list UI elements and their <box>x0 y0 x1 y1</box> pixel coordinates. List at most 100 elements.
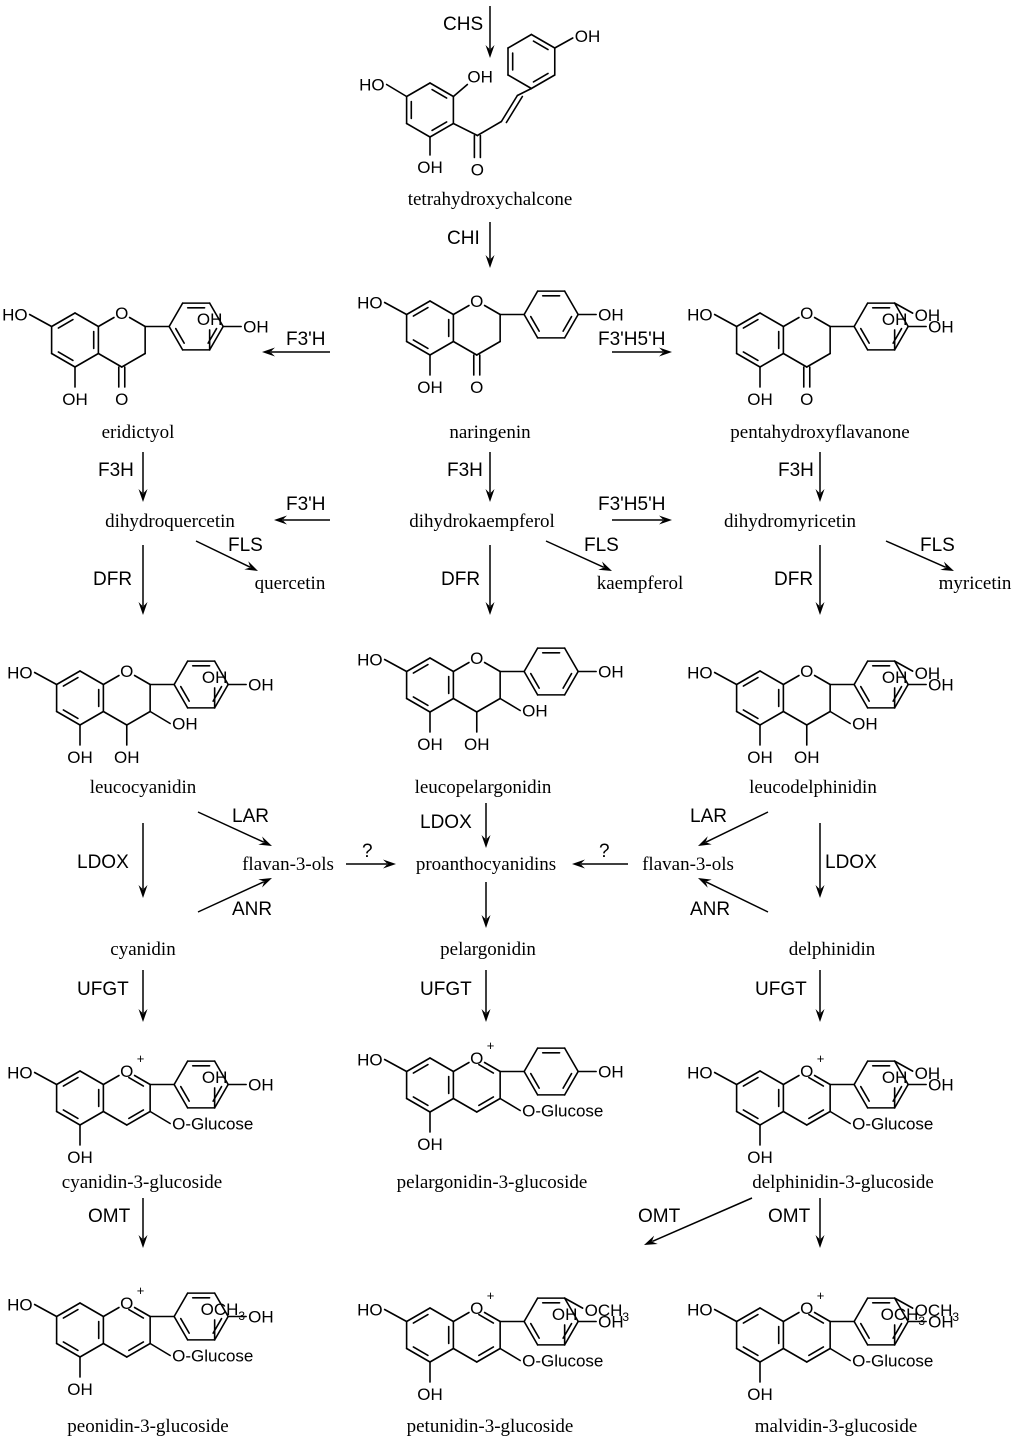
ring-oxygen: O <box>800 662 813 681</box>
hydroxyl-5: OH <box>747 748 773 767</box>
arrow-fls-middle <box>545 540 612 571</box>
hydroxyl-7: HO <box>7 1064 33 1083</box>
hydroxyl-5: OH <box>67 1148 93 1167</box>
enzyme-label-dfr-right: DFR <box>774 569 813 590</box>
hydroxyl-5: OH <box>67 1380 93 1399</box>
hydroxyl-5: OH <box>62 390 88 409</box>
hydroxyl-4: OH <box>114 748 140 767</box>
enzyme-label-chi: CHI <box>447 228 480 249</box>
compound-name-flavan-3-ols-right: flavan-3-ols <box>642 854 734 875</box>
arrow-lar-right <box>698 811 769 846</box>
enzyme-label-dfr-left: DFR <box>93 569 132 590</box>
hydroxyl-5prime: OH <box>915 306 941 325</box>
hydroxyl-4: HO <box>359 76 385 95</box>
ring-oxygen-cation: O <box>120 1294 133 1313</box>
enzyme-label-f3h-right: F3H <box>778 460 814 481</box>
ring-oxygen: O <box>470 649 483 668</box>
hydroxyl-7: HO <box>7 1296 33 1315</box>
arrow-fls-left <box>195 540 258 571</box>
arrow-anr-left <box>197 878 272 913</box>
compound-name-leucopelargonidin: leucopelargonidin <box>415 777 552 798</box>
positive-charge: + <box>817 1288 825 1303</box>
compound-name-myricetin: myricetin <box>939 573 1012 594</box>
hydroxyl-4prime: OH <box>928 318 954 337</box>
hydroxyl-4prime: OH <box>928 1313 954 1332</box>
arrow-dihydrokaempferol-to-dihydroquercetin <box>274 515 330 525</box>
compound-labels: tetrahydroxychalcone naringenin eridicty… <box>62 189 1012 1437</box>
enzyme-label-omt-right: OMT <box>768 1206 811 1227</box>
compound-name-quercetin: quercetin <box>255 573 326 594</box>
arrow-f3h-middle <box>485 452 495 502</box>
enzyme-label-ufgt-middle: UFGT <box>420 979 472 1000</box>
hydroxyl-5: OH <box>417 1385 443 1404</box>
arrow-ldox-right <box>815 823 825 898</box>
methoxy-5prime: OCH3 <box>915 1301 960 1324</box>
compound-name-pentahydroxyflavanone: pentahydroxyflavanone <box>730 422 909 443</box>
methoxy-subscript: 3 <box>622 1310 629 1324</box>
methoxy-subscript: 3 <box>238 1309 245 1323</box>
positive-charge: + <box>817 1051 825 1066</box>
hydroxyl-4prime: OH <box>575 27 601 46</box>
enzyme-label-omt-middle: OMT <box>638 1206 681 1227</box>
methoxy-5prime: OCH3 <box>585 1301 630 1324</box>
o-glucose: O-Glucose <box>522 1102 603 1121</box>
enzyme-label-anr-right: ANR <box>690 899 730 920</box>
compound-name-peonidin-3-glucoside: peonidin-3-glucoside <box>67 1416 228 1437</box>
hydroxyl-7: HO <box>687 1301 713 1320</box>
arrow-omt-right <box>815 1198 825 1248</box>
hydroxyl-6: OH <box>417 158 443 177</box>
arrow-dfr-left <box>138 545 148 615</box>
hydroxyl-7: HO <box>357 1051 383 1070</box>
compound-name-malvidin-3-glucoside: malvidin-3-glucoside <box>755 1416 918 1437</box>
arrow-dfr-right <box>815 545 825 615</box>
hydroxyl-7: HO <box>687 664 713 683</box>
compound-name-proanthocyanidins: proanthocyanidins <box>416 854 556 875</box>
enzyme-labels: CHS CHI F3'H F3'H5'H F3H F3H F3H F3'H F3… <box>77 14 955 1227</box>
positive-charge: + <box>137 1051 145 1066</box>
arrow-dihydrokaempferol-to-dihydromyricetin <box>612 515 672 525</box>
hydroxyl-3prime: OH <box>202 1068 228 1087</box>
enzyme-label-unknown-left: ? <box>362 841 373 862</box>
hydroxyl-7: HO <box>2 306 28 325</box>
enzyme-label-fls-middle: FLS <box>584 535 619 556</box>
hydroxyl-4prime: OH <box>248 676 274 695</box>
hydroxyl-5: OH <box>417 735 443 754</box>
enzyme-label-f3h-left: F3H <box>98 460 134 481</box>
hydroxyl-3prime: OH <box>202 668 228 687</box>
arrow-dfr-middle <box>485 545 495 615</box>
ring-oxygen-cation: O <box>800 1062 813 1081</box>
hydroxyl-5prime: OH <box>915 1064 941 1083</box>
enzyme-label-fls-right: FLS <box>920 535 955 556</box>
methoxy-subscript: 3 <box>952 1310 959 1324</box>
methoxy-subscript: 3 <box>918 1314 925 1328</box>
compound-name-eridictyol: eridictyol <box>102 422 175 443</box>
pathway-arrows <box>138 6 954 1248</box>
compound-name-pelargonidin-3-glucoside: pelargonidin-3-glucoside <box>397 1172 588 1193</box>
compound-name-leucocyanidin: leucocyanidin <box>90 777 197 798</box>
hydroxyl-3prime: OH <box>882 1068 908 1087</box>
enzyme-label-ufgt-right: UFGT <box>755 979 807 1000</box>
compound-name-petunidin-3-glucoside: petunidin-3-glucoside <box>407 1416 574 1437</box>
compound-name-dihydrokaempferol: dihydrokaempferol <box>409 511 555 532</box>
ring-oxygen-cation: O <box>470 1299 483 1318</box>
hydroxyl-4prime: OH <box>243 318 269 337</box>
arrow-flavan-left-to-proanthocyanidins <box>346 859 396 869</box>
compound-name-dihydroquercetin: dihydroquercetin <box>105 511 235 532</box>
arrow-omt-left <box>138 1198 148 1248</box>
hydroxyl-4prime: OH <box>248 1076 274 1095</box>
compound-name-delphinidin-3-glucoside: delphinidin-3-glucoside <box>752 1172 934 1193</box>
enzyme-label-f3prime5prime-h-top: F3'H5'H <box>598 329 665 350</box>
arrow-naringenin-to-eridictyol <box>262 347 330 357</box>
hydroxyl-5: OH <box>417 378 443 397</box>
hydroxyl-4: OH <box>794 748 820 767</box>
arrow-lar-left <box>197 811 272 846</box>
ring-oxygen: O <box>800 304 813 323</box>
